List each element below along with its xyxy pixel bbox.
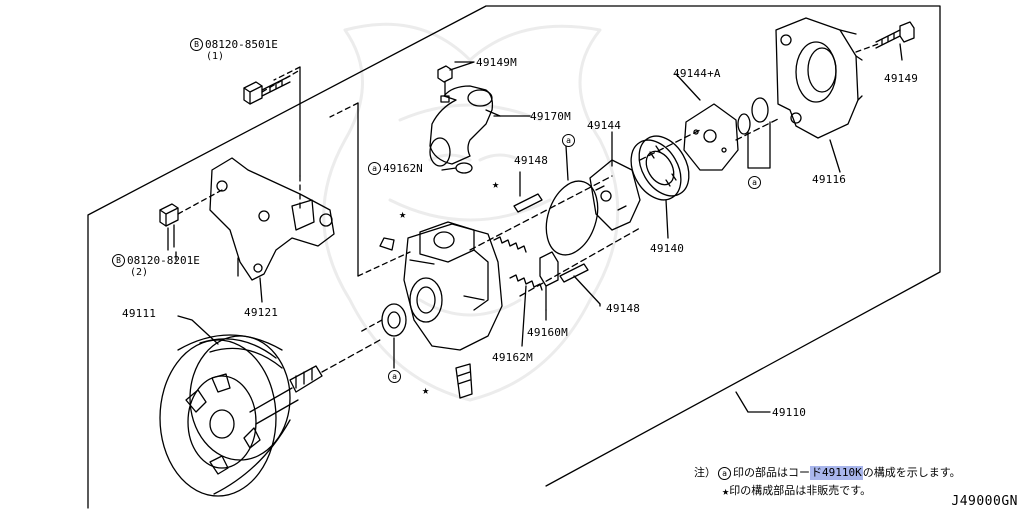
cover-bolt [875, 21, 915, 49]
plate-rear [683, 103, 739, 171]
plate-front [589, 159, 641, 231]
star-marker-connector: ★ [422, 383, 430, 397]
label-cover-bolt: 49149 [884, 72, 919, 85]
spring-lower [509, 274, 543, 291]
pin-upper [513, 193, 543, 213]
label-bolt-lower-code: B 08120-8201E [112, 254, 200, 267]
star-marker-spring: ★ [492, 177, 500, 191]
assembly-boundary-inner [299, 66, 359, 277]
note-line-2: ★ 印の構成部品は非販売です。 [722, 484, 871, 498]
label-bracket: 49121 [244, 306, 279, 319]
label-spring: 49162M [492, 351, 533, 364]
note-line-2-text: 印の構成部品は非販売です。 [729, 484, 872, 497]
note-star-marker: ★ [722, 484, 730, 498]
suction-pipe [429, 85, 501, 167]
dowel-pin [379, 237, 395, 251]
note-line-1: 注） a 印の部品はコー ド49110K の構成を示します。 [694, 466, 961, 480]
bolt-marker: B [190, 38, 203, 51]
label-valve: 49160M [527, 326, 568, 339]
bolt-marker-lower: B [112, 254, 125, 267]
label-bolt-upper-code: B 08120-8501E [190, 38, 278, 51]
fitting-connector [455, 363, 473, 399]
label-pump-assembly: 49110 [772, 406, 807, 419]
label-pin-lower: 49148 [606, 302, 641, 315]
note-line-1-before: 印の部品はコー [733, 466, 810, 479]
flow-valve [539, 251, 559, 287]
oil-seal [381, 303, 407, 337]
pin-lower [559, 263, 589, 283]
watermark-emblem [322, 22, 620, 402]
label-suction-pipe: 49170M [530, 110, 571, 123]
star-marker-dowel: ★ [399, 207, 407, 221]
label-o-ring-n: a 49162N [368, 162, 423, 175]
drawing-code: J49000GN [951, 494, 1018, 509]
rotor [630, 135, 690, 201]
bracket [209, 157, 335, 281]
fitting-bolt [437, 65, 453, 103]
spring-upper [493, 236, 527, 253]
circle-marker-cover: a [748, 176, 761, 189]
o-ring-small [455, 162, 473, 174]
bolt-upper [243, 75, 291, 105]
label-plate-rear: 49144+A [673, 67, 721, 80]
note-line-1-after: の構成を示します。 [862, 466, 961, 479]
label-plate-front: 49144 [587, 119, 622, 132]
assembly-boundary [87, 5, 941, 509]
circle-marker-plate: a [562, 134, 575, 147]
bolt-upper-code-text: 08120-8501E [205, 38, 278, 51]
o-ring-cover-a [737, 113, 751, 135]
pump-cover [775, 17, 863, 139]
label-cover: 49116 [812, 173, 847, 186]
o-ring-large [545, 180, 599, 256]
o-ring-n-text: 49162N [383, 162, 423, 175]
pulley [159, 334, 323, 497]
pump-body [403, 221, 503, 351]
bolt-lower [159, 203, 179, 251]
label-rotor: 49140 [650, 242, 685, 255]
note-code-highlight: ド49110K [810, 466, 863, 480]
circle-marker: a [368, 162, 381, 175]
label-fitting-bolt: 49149M [476, 56, 517, 69]
label-bolt-lower-qty: (2) [130, 267, 149, 278]
label-bolt-upper-qty: (1) [206, 51, 225, 62]
o-ring-cover-b [751, 97, 769, 123]
bolt-lower-code-text: 08120-8201E [127, 254, 200, 267]
label-pulley: 49111 [122, 307, 157, 320]
circle-marker-seal: a [388, 370, 401, 383]
label-pin-upper: 49148 [514, 154, 549, 167]
note-prefix: 注） [694, 466, 716, 479]
note-circle-marker: a [718, 466, 731, 480]
